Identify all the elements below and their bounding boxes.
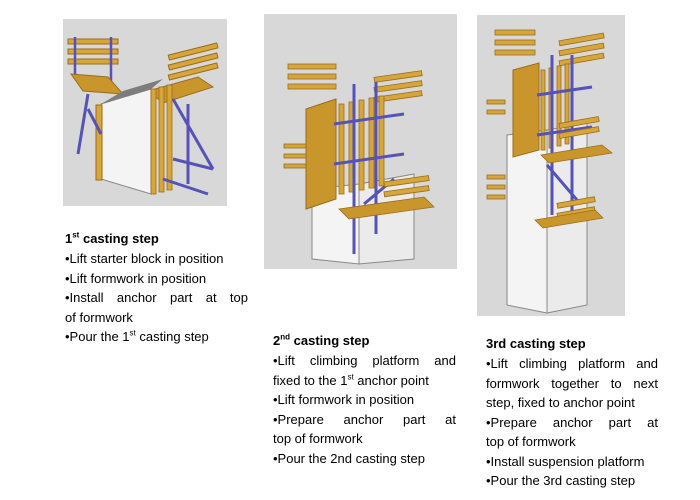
step-3-item: •Prepare anchor part at: [486, 414, 658, 430]
step-3-description: 3rd casting step •Lift climbing platform…: [486, 334, 658, 491]
step-3-item: •Lift climbing platform and: [486, 356, 658, 371]
step-2-description: 2nd casting step •Lift climbing platform…: [273, 331, 456, 468]
illustration-step-1: [63, 19, 227, 206]
step-1-item: •Lift formwork in position: [65, 270, 207, 286]
step-2-item: •Lift climbing platform and: [273, 353, 456, 368]
step-3-item: step, fixed to anchor point: [486, 395, 635, 410]
step-3-item: •Pour the 3rd casting step: [486, 473, 636, 488]
step-2-item: •Pour the 2nd casting step: [273, 450, 425, 466]
step-1-item: of formwork: [65, 309, 133, 325]
step-1-item: •Lift starter block in position: [65, 251, 224, 266]
formwork-illustration-2: [283, 63, 435, 265]
step-1-item: •Pour the 1st casting step: [65, 328, 209, 344]
illustration-step-2: [264, 14, 457, 269]
step-2-item: top of formwork: [273, 431, 363, 446]
step-3-item: top of formwork: [486, 434, 576, 449]
step-2-item: •Lift formwork in position: [273, 392, 415, 407]
step-1-item: •Install anchor part at top: [65, 290, 248, 305]
formwork-illustration-1: [67, 37, 219, 196]
step-2-title: 2nd casting step: [273, 332, 370, 348]
step-2-item: •Prepare anchor part at: [273, 411, 456, 427]
step-1-title: 1st casting step: [65, 230, 159, 246]
step-1-description: 1st casting step •Lift starter block in …: [65, 229, 248, 347]
step-2-item: fixed to the 1st anchor point: [273, 372, 429, 388]
step-3-item: formwork together to next: [486, 375, 658, 391]
formwork-illustration-3: [486, 29, 613, 314]
step-3-title: 3rd casting step: [486, 336, 586, 351]
illustration-step-3: [477, 15, 625, 316]
step-3-item: •Install suspension platform: [486, 453, 645, 469]
